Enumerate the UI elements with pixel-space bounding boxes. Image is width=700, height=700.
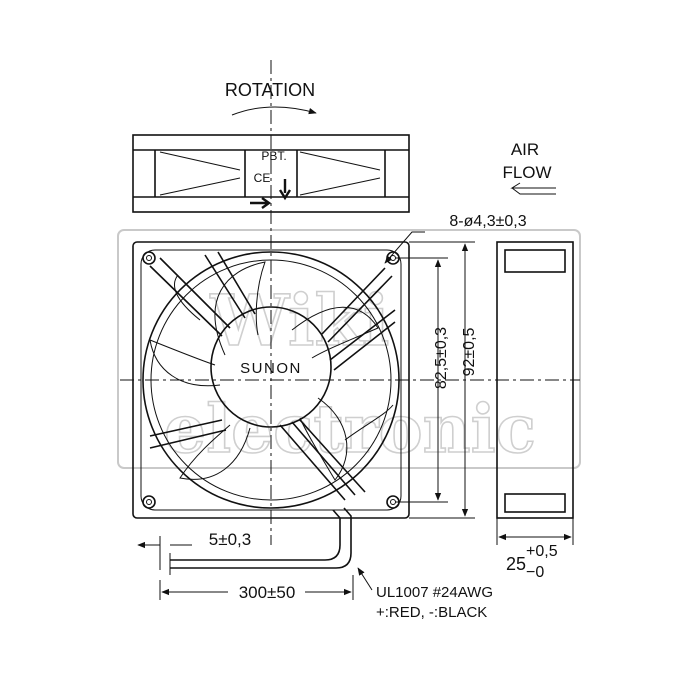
vertical-dimensions: 82,5±0,3 92±0,5 xyxy=(395,241,478,519)
mounting-hole-icon xyxy=(142,251,400,509)
wire-colors-label: +:RED, -:BLACK xyxy=(376,604,487,621)
frame-size-dimension: 92±0,5 xyxy=(461,327,478,376)
pbt-label: PBT. xyxy=(261,149,286,163)
flow-direction-down-icon xyxy=(278,179,292,201)
rotation-label: ROTATION xyxy=(225,80,315,100)
depth-dimension-minus: −0 xyxy=(526,564,544,581)
watermark-line2: electronic xyxy=(164,390,536,468)
lead-strip-dimension: 5±0,3 xyxy=(209,530,251,549)
flow-direction-right-icon xyxy=(250,197,272,209)
depth-dimension-plus: +0,5 xyxy=(526,543,558,560)
hole-spacing-dimension: 82,5±0,3 xyxy=(433,327,450,389)
air-flow-label-line1: AIR xyxy=(511,140,539,159)
fan-hub xyxy=(210,306,332,428)
ce-mark: CE xyxy=(254,171,271,185)
lead-length-dimension: 300±50 xyxy=(239,583,296,602)
wire-spec-label: UL1007 #24AWG xyxy=(376,584,493,601)
frame-struts xyxy=(149,251,396,501)
side-view: 25 +0,5 −0 xyxy=(496,241,574,581)
brand-label: SUNON xyxy=(240,360,302,377)
rotation-arrow-icon xyxy=(231,106,317,116)
holes-dimension: 8-ø4,3±0,3 xyxy=(449,213,526,230)
air-flow-arrow-icon xyxy=(510,182,556,195)
air-flow-label-line2: FLOW xyxy=(502,163,551,182)
watermark: Wiki electronic xyxy=(117,229,581,469)
depth-dimension-base: 25 xyxy=(506,554,526,574)
lead-wires: 5±0,3 300±50 UL1007 #24AWG +:RED, -:BLAC… xyxy=(137,507,493,621)
